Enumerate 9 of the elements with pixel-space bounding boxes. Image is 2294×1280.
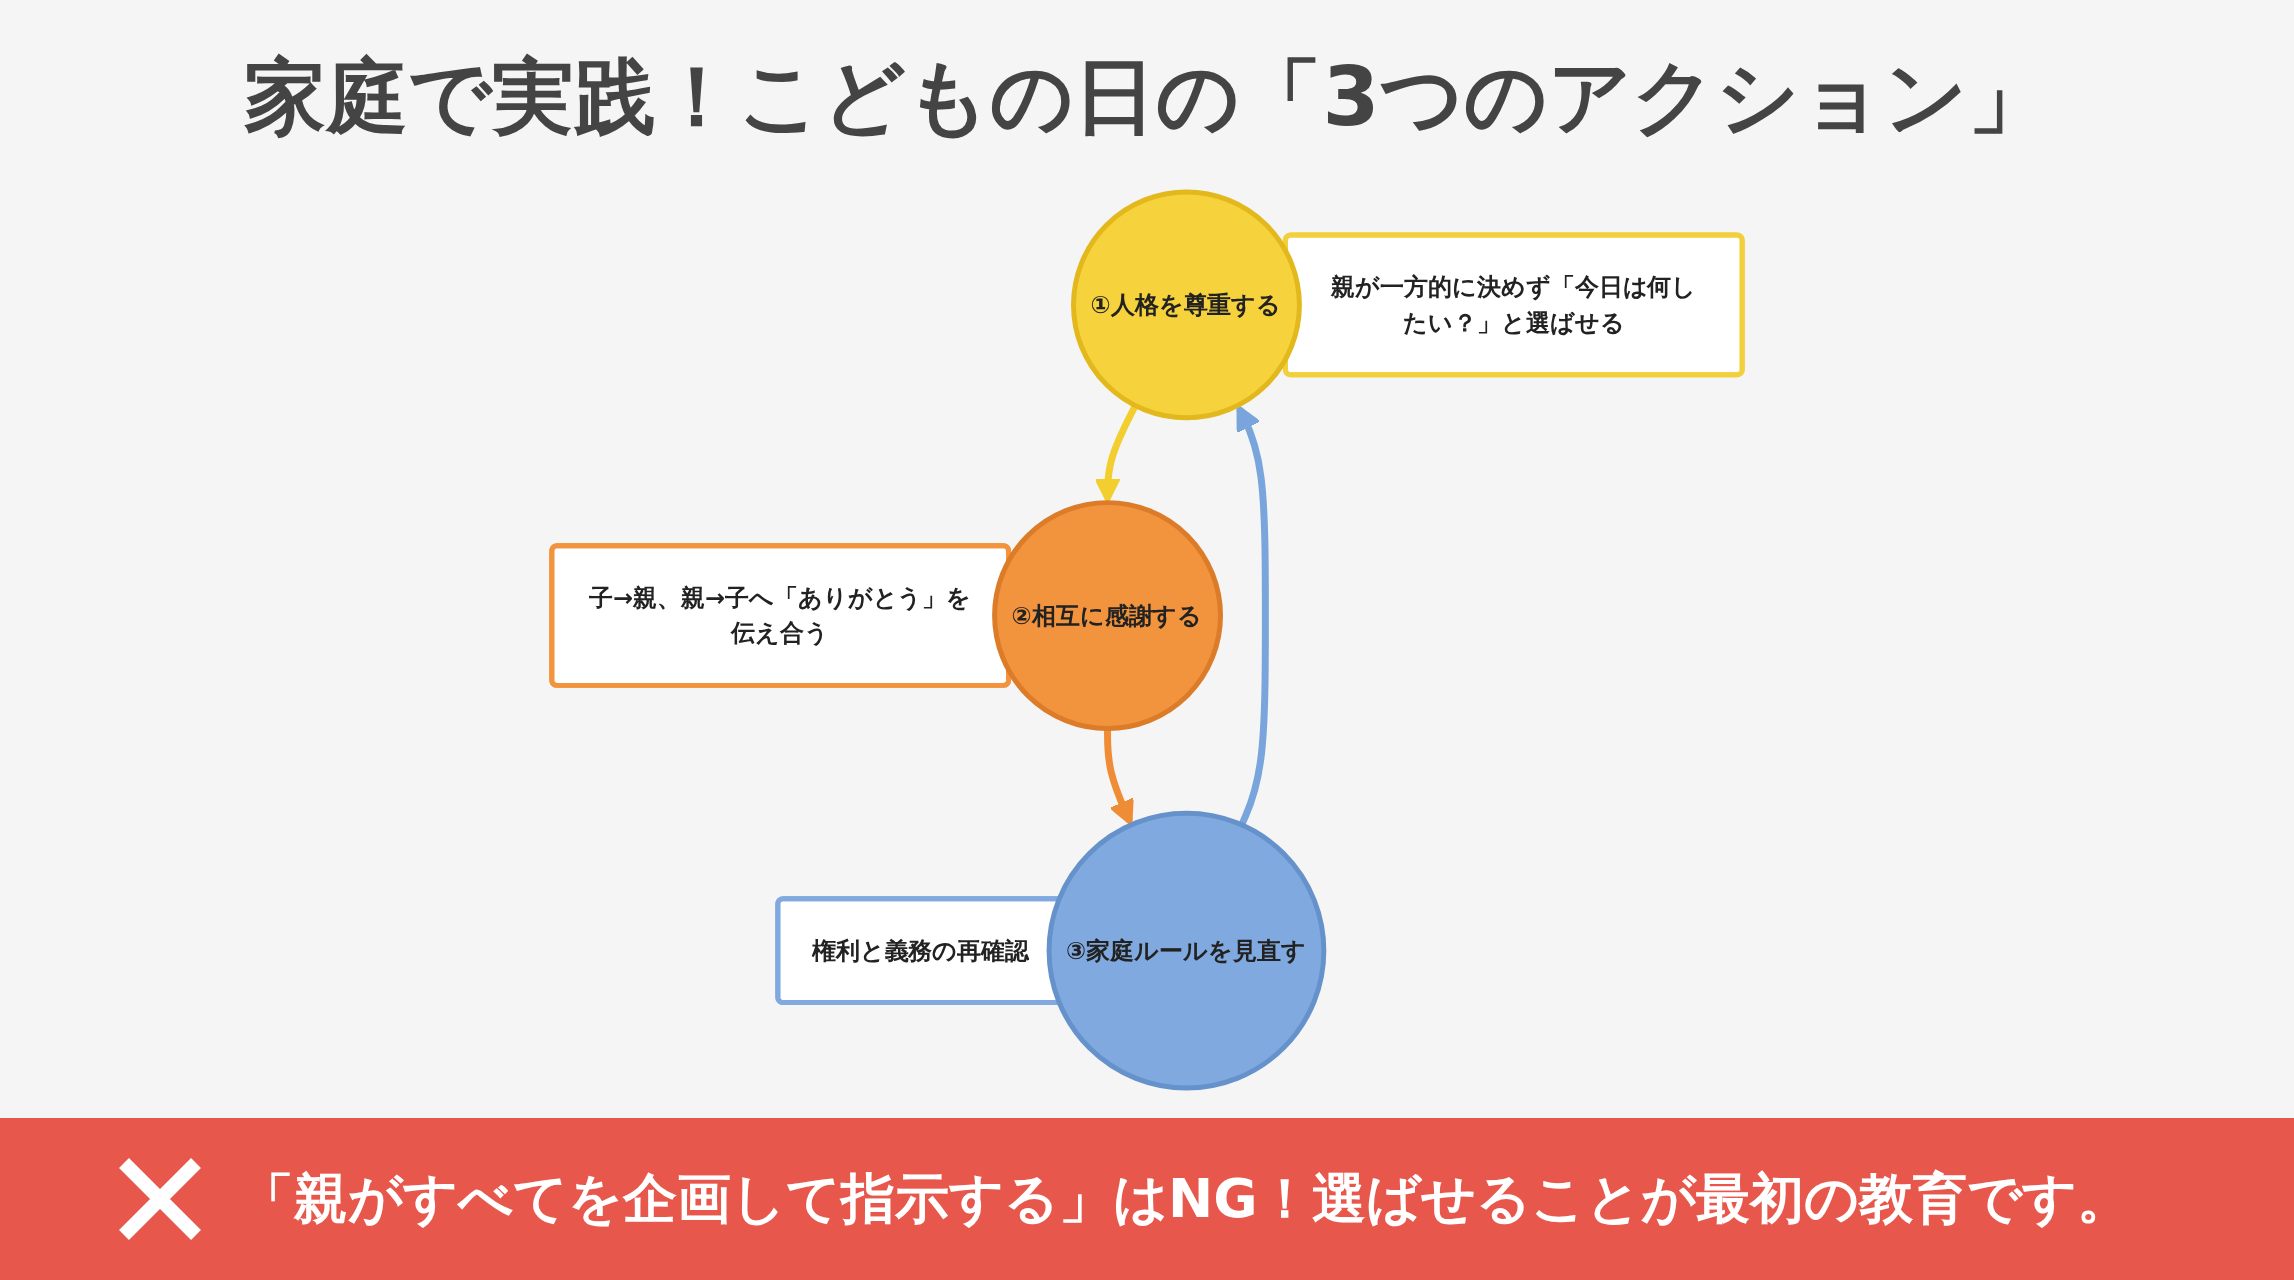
step-circle: ③家庭ルールを見直す <box>1046 810 1327 1091</box>
warning-text: 「親がすべてを企画して指示する」はNG！選ばせることが最初の教育です。 <box>240 1165 2131 1232</box>
step-circle: ②相互に感謝する <box>992 500 1223 731</box>
diagram-title: 家庭で実践！こどもの日の「3つのアクション」 <box>243 48 2051 146</box>
step-circle: ①人格を尊重する <box>1071 189 1302 421</box>
arrow <box>1236 404 1269 827</box>
arrow <box>1104 728 1134 826</box>
note-box: 子→親、親→子へ「ありがとう」を伝え合う <box>549 543 1012 688</box>
note-box: 親が一方的に決めず「今日は何したい？」と選ばせる <box>1282 232 1745 378</box>
